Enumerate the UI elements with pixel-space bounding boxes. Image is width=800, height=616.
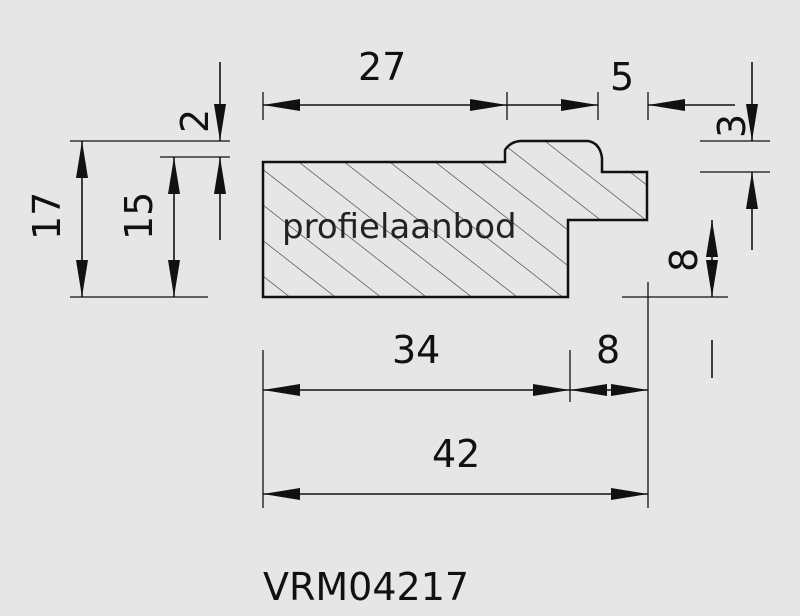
dimension-right-gap: 3 [700,62,770,250]
dimension-bottom-width: 34 [262,328,571,508]
dimension-tongue-height: 8 [622,220,728,378]
profile-code: VRM04217 [263,565,469,609]
dimension-label-bottom-width: 34 [392,328,440,372]
dimension-label-bottom-tongue: 8 [596,328,620,372]
watermark-text: profielaanbod [282,207,517,247]
dimension-top-tongue: 5 [507,55,735,120]
dimension-total-height: 17 [25,141,208,298]
dimension-body-height: 15 [117,157,180,297]
dimension-label-total-width: 42 [432,432,480,476]
dimension-label-body-height: 15 [117,192,161,240]
dimension-label-right-gap: 3 [710,114,754,138]
dimension-label-top-width: 27 [358,45,406,89]
dimension-label-tongue-height: 8 [662,248,706,272]
dimension-total-width: 42 [263,432,648,500]
dimension-label-total-height: 17 [25,192,69,240]
dimension-bottom-tongue: 8 [570,282,649,508]
dimension-label-top-step: 2 [173,109,217,133]
dimension-top-step: 2 [70,62,230,240]
profile-cross-section [261,139,649,299]
dimension-label-top-tongue: 5 [610,55,634,99]
dimension-top-width: 27 [262,45,508,120]
